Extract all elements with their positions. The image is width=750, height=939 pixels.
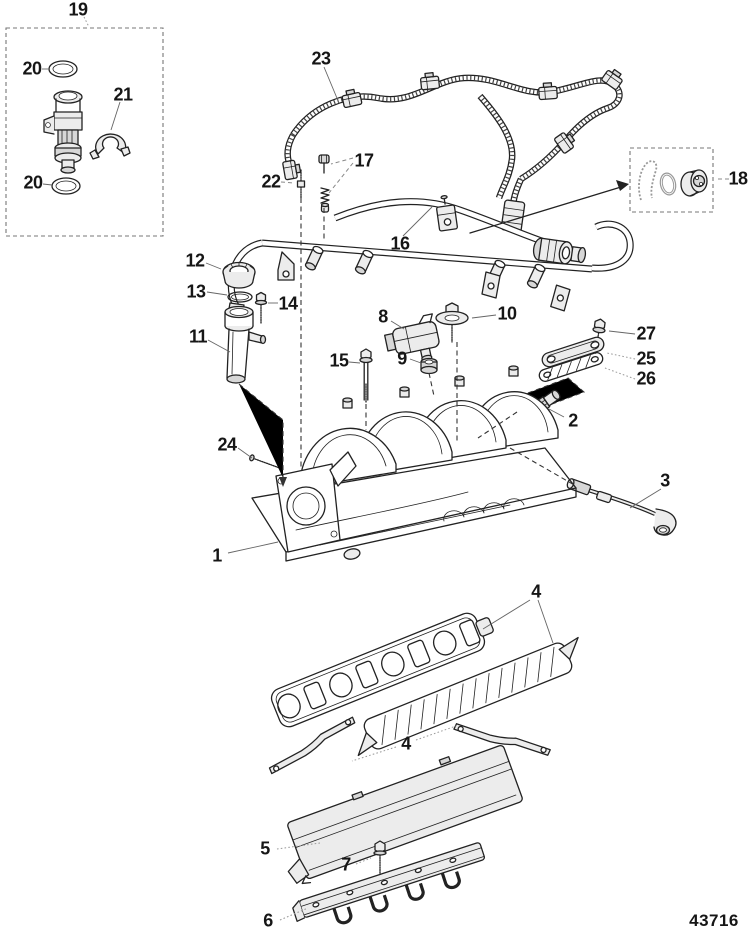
part-label-16: 16 [390,233,410,254]
harness-connector [538,82,558,101]
kit-arrow [469,180,629,234]
rail-bracket [436,195,458,232]
oil-fill-tube [224,305,267,384]
part-label-17: 17 [354,150,374,171]
part-label-19: 19 [68,0,88,20]
part-label-8: 8 [378,306,388,327]
o-ring-upper [48,60,78,78]
part-label-4a: 4 [531,581,541,602]
part-label-9: 9 [397,348,407,369]
sensor-lead-cable [566,478,677,536]
fuel-rail [227,195,634,316]
regulator-kit-box [469,147,714,234]
harness-connector [601,68,623,90]
part-label-5: 5 [260,838,270,859]
injector-port [354,249,374,275]
part-label-22: 22 [261,171,281,192]
part-label-21: 21 [113,84,133,105]
harness-connector [341,88,363,109]
part-label-6: 6 [263,910,273,931]
valley-pan [287,744,523,885]
part-label-7: 7 [341,854,351,875]
part-label-23: 23 [311,48,331,69]
sensor-bolt-washer [435,302,469,343]
part-label-13: 13 [186,281,206,302]
part-label-10: 10 [497,303,517,324]
rail-bracket [550,284,571,312]
pan-bolt [373,840,387,876]
oil-fill-cap [222,261,256,289]
part-label-25: 25 [636,348,656,369]
oil-cap-gasket [227,291,253,303]
fuel-injector [43,90,83,174]
o-ring-lower [51,177,81,195]
rail-bracket [277,251,295,281]
throttle-mount [275,451,357,553]
part-label-11: 11 [188,326,208,347]
cap-screw [318,154,330,174]
part-label-26: 26 [636,368,656,389]
part-label-3: 3 [660,470,670,491]
injector-port [526,263,546,289]
drawing-number: 43716 [689,911,739,930]
hold-down-bracket [453,723,551,756]
pan-retainer-bracket [292,842,486,925]
part-label-14: 14 [278,293,298,314]
fuel-pressure-regulator [532,237,587,265]
sensor-grommet [420,357,438,375]
part-label-24: 24 [217,434,237,455]
hold-down-bracket [268,716,356,775]
leader-lines [42,16,729,921]
injector-wiring-harness [282,68,626,233]
part-label-27: 27 [636,323,656,344]
part-label-4b: 4 [401,733,411,754]
rail-stud [296,169,306,199]
retainer-clip [638,160,658,201]
o-ring [659,172,677,196]
injector-kit-box [5,27,164,237]
cover-plate [541,336,605,368]
harness-connector [554,132,576,154]
part-label-20a: 20 [22,58,42,79]
intake-gasket [270,612,494,728]
part-label-20b: 20 [23,172,43,193]
manifold-bolt-15 [359,348,373,403]
injector-clip [89,133,131,160]
part-label-12: 12 [185,250,205,271]
intake-manifold [251,365,577,562]
part-label-1: 1 [212,545,222,566]
rail-bracket [481,271,501,299]
injector-port [304,245,324,271]
manifold-seal-gasket [357,636,579,757]
harness-connector [419,71,441,91]
spring-and-cap [320,187,330,213]
part-label-15: 15 [329,350,349,371]
oil-tube-bolt [254,291,268,324]
part-label-18: 18 [728,168,748,189]
harness-connector [282,159,302,181]
regulator-valve [680,169,708,197]
assembly-axes [238,198,577,487]
part-label-2: 2 [568,410,578,431]
cover-plate-gasket [538,352,604,382]
